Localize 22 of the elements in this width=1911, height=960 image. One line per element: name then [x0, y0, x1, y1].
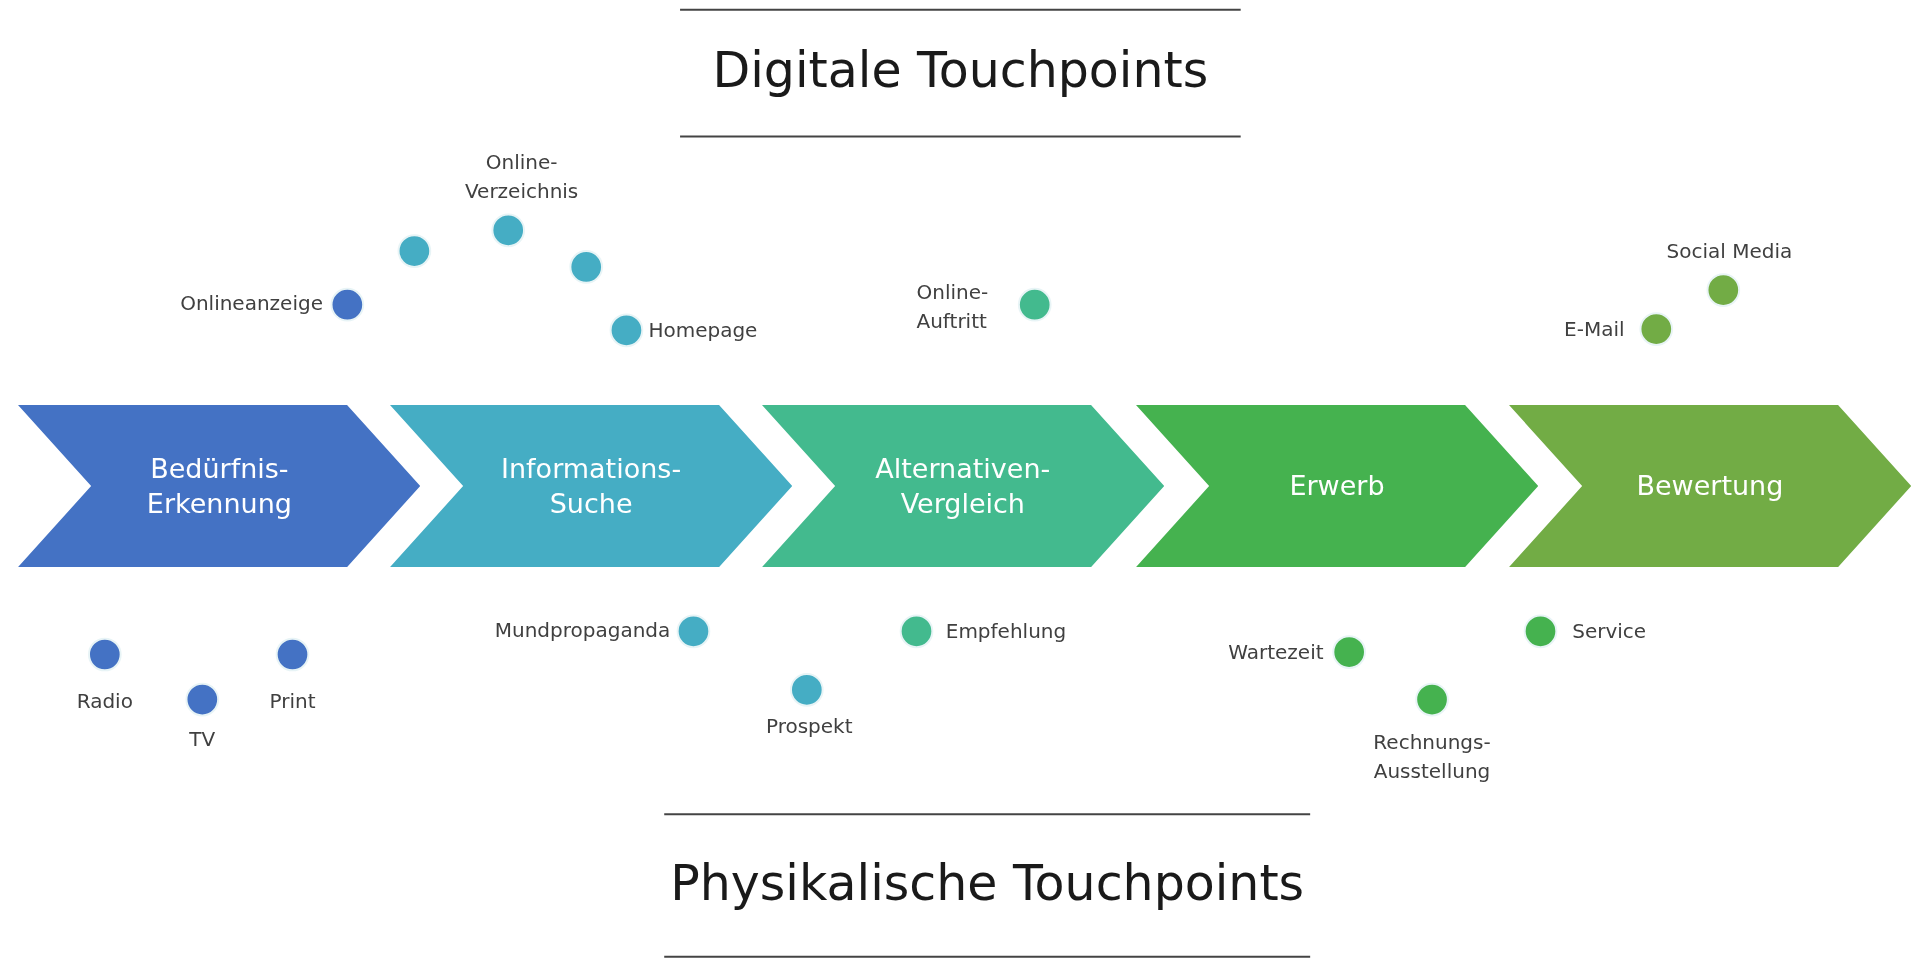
touchpoint-label: Service [1572, 617, 1647, 645]
touchpoint-label: Social Media [1666, 237, 1793, 265]
chevron-step: Bewertung [1508, 404, 1911, 567]
touchpoint-label: Empfehlung [945, 617, 1067, 645]
touchpoint-label: Radio [76, 687, 133, 715]
touchpoint-label: Online- Auftritt [916, 279, 990, 336]
section-heading: Digitale Touchpoints [712, 41, 1209, 101]
touchpoint-label: E-Mail [1564, 315, 1625, 343]
touchpoint-label: Homepage [648, 316, 758, 344]
chevron-step: Erwerb [1135, 404, 1539, 567]
chevron-step: Bedürfnis- Erkennung [18, 404, 421, 567]
touchpoint-label: Onlineanzeige [180, 289, 323, 317]
chevron-step: Alternativen- Vergleich [761, 404, 1164, 567]
touchpoint-label: Rechnungs- Ausstellung [1372, 728, 1492, 785]
touchpoint-label: Mundpropaganda [494, 616, 671, 644]
touchpoint-label: TV [189, 725, 216, 753]
touchpoint-label: Online- Verzeichnis [463, 148, 580, 205]
touchpoint-label: Wartezeit [1228, 638, 1324, 666]
chevron-step: Informations- Suche [390, 404, 793, 567]
touchpoint-label: Print [269, 687, 316, 715]
section-heading: Physikalische Touchpoints [670, 854, 1305, 913]
touchpoint-label: Prospekt [765, 712, 853, 740]
